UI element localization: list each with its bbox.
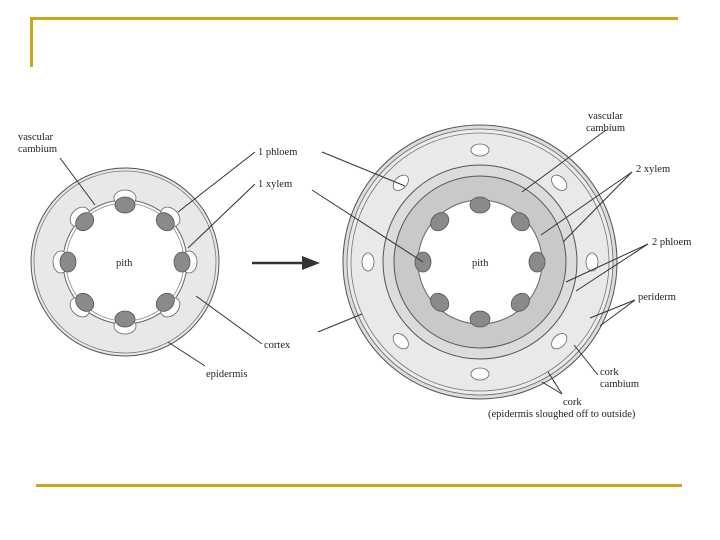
footer-rule [36, 484, 682, 487]
label-cork-cambium-2: cambium [600, 379, 639, 390]
diagram-labels: vascular cambium 1 phloem 1 xylem pith c… [18, 111, 691, 420]
xylem-bundle [528, 251, 546, 273]
primary-phloem-remnant [361, 252, 375, 272]
primary-phloem-remnant [470, 143, 490, 157]
label-vascular-cambium-right-2: cambium [586, 123, 625, 134]
primary-phloem-remnant [392, 174, 409, 191]
primary-phloem-remnant [551, 333, 568, 350]
label-pith-right: pith [472, 258, 489, 269]
secondary-phloem-caps [361, 143, 599, 381]
xylem-bundle [155, 292, 175, 312]
xylem-bundle [469, 196, 491, 214]
xylem-bundle [430, 292, 450, 312]
primary-phloem-remnant [585, 252, 599, 272]
title-rule-top [30, 17, 678, 20]
primary-vascular-bundles [52, 189, 198, 335]
label-cork-2: (epidermis sloughed off to outside) [488, 409, 636, 420]
label-primary-phloem: 1 phloem [258, 147, 297, 158]
label-vascular-cambium-right-1: vascular [588, 111, 623, 122]
primary-phloem-remnant [470, 367, 490, 381]
xylem-bundle [510, 292, 530, 312]
xylem-bundle [75, 292, 95, 312]
xylem-bundle [114, 196, 136, 214]
secondary-stem [342, 124, 618, 400]
leader-lines [59, 129, 649, 395]
label-vascular-cambium-left-2: cambium [18, 144, 57, 155]
label-primary-xylem: 1 xylem [258, 179, 292, 190]
label-secondary-xylem: 2 xylem [636, 164, 670, 175]
growth-arrow [252, 256, 320, 270]
primary-phloem-remnant [551, 174, 568, 191]
label-vascular-cambium-left-1: vascular [18, 132, 53, 143]
xylem-bundle [430, 212, 450, 232]
primary-epidermis-inner-line [33, 170, 217, 354]
label-pith-left: pith [116, 258, 133, 269]
label-epidermis: epidermis [206, 369, 247, 380]
label-cork-1: cork [563, 397, 582, 408]
label-cortex: cortex [264, 340, 291, 351]
primary-phloem-remnant [392, 333, 409, 350]
title-rule-left [30, 17, 33, 67]
xylem-bundle [114, 310, 136, 328]
xylem-bundle [59, 251, 77, 273]
label-secondary-phloem: 2 phloem [652, 237, 691, 248]
label-periderm: periderm [638, 292, 676, 303]
xylem-bundle [155, 212, 175, 232]
xylem-bundle [469, 310, 491, 328]
xylem-bundle [173, 251, 191, 273]
xylem-bundle [510, 212, 530, 232]
xylem-bundle [75, 212, 95, 232]
primary-stem [30, 167, 220, 357]
label-cork-cambium-1: cork [600, 367, 619, 378]
